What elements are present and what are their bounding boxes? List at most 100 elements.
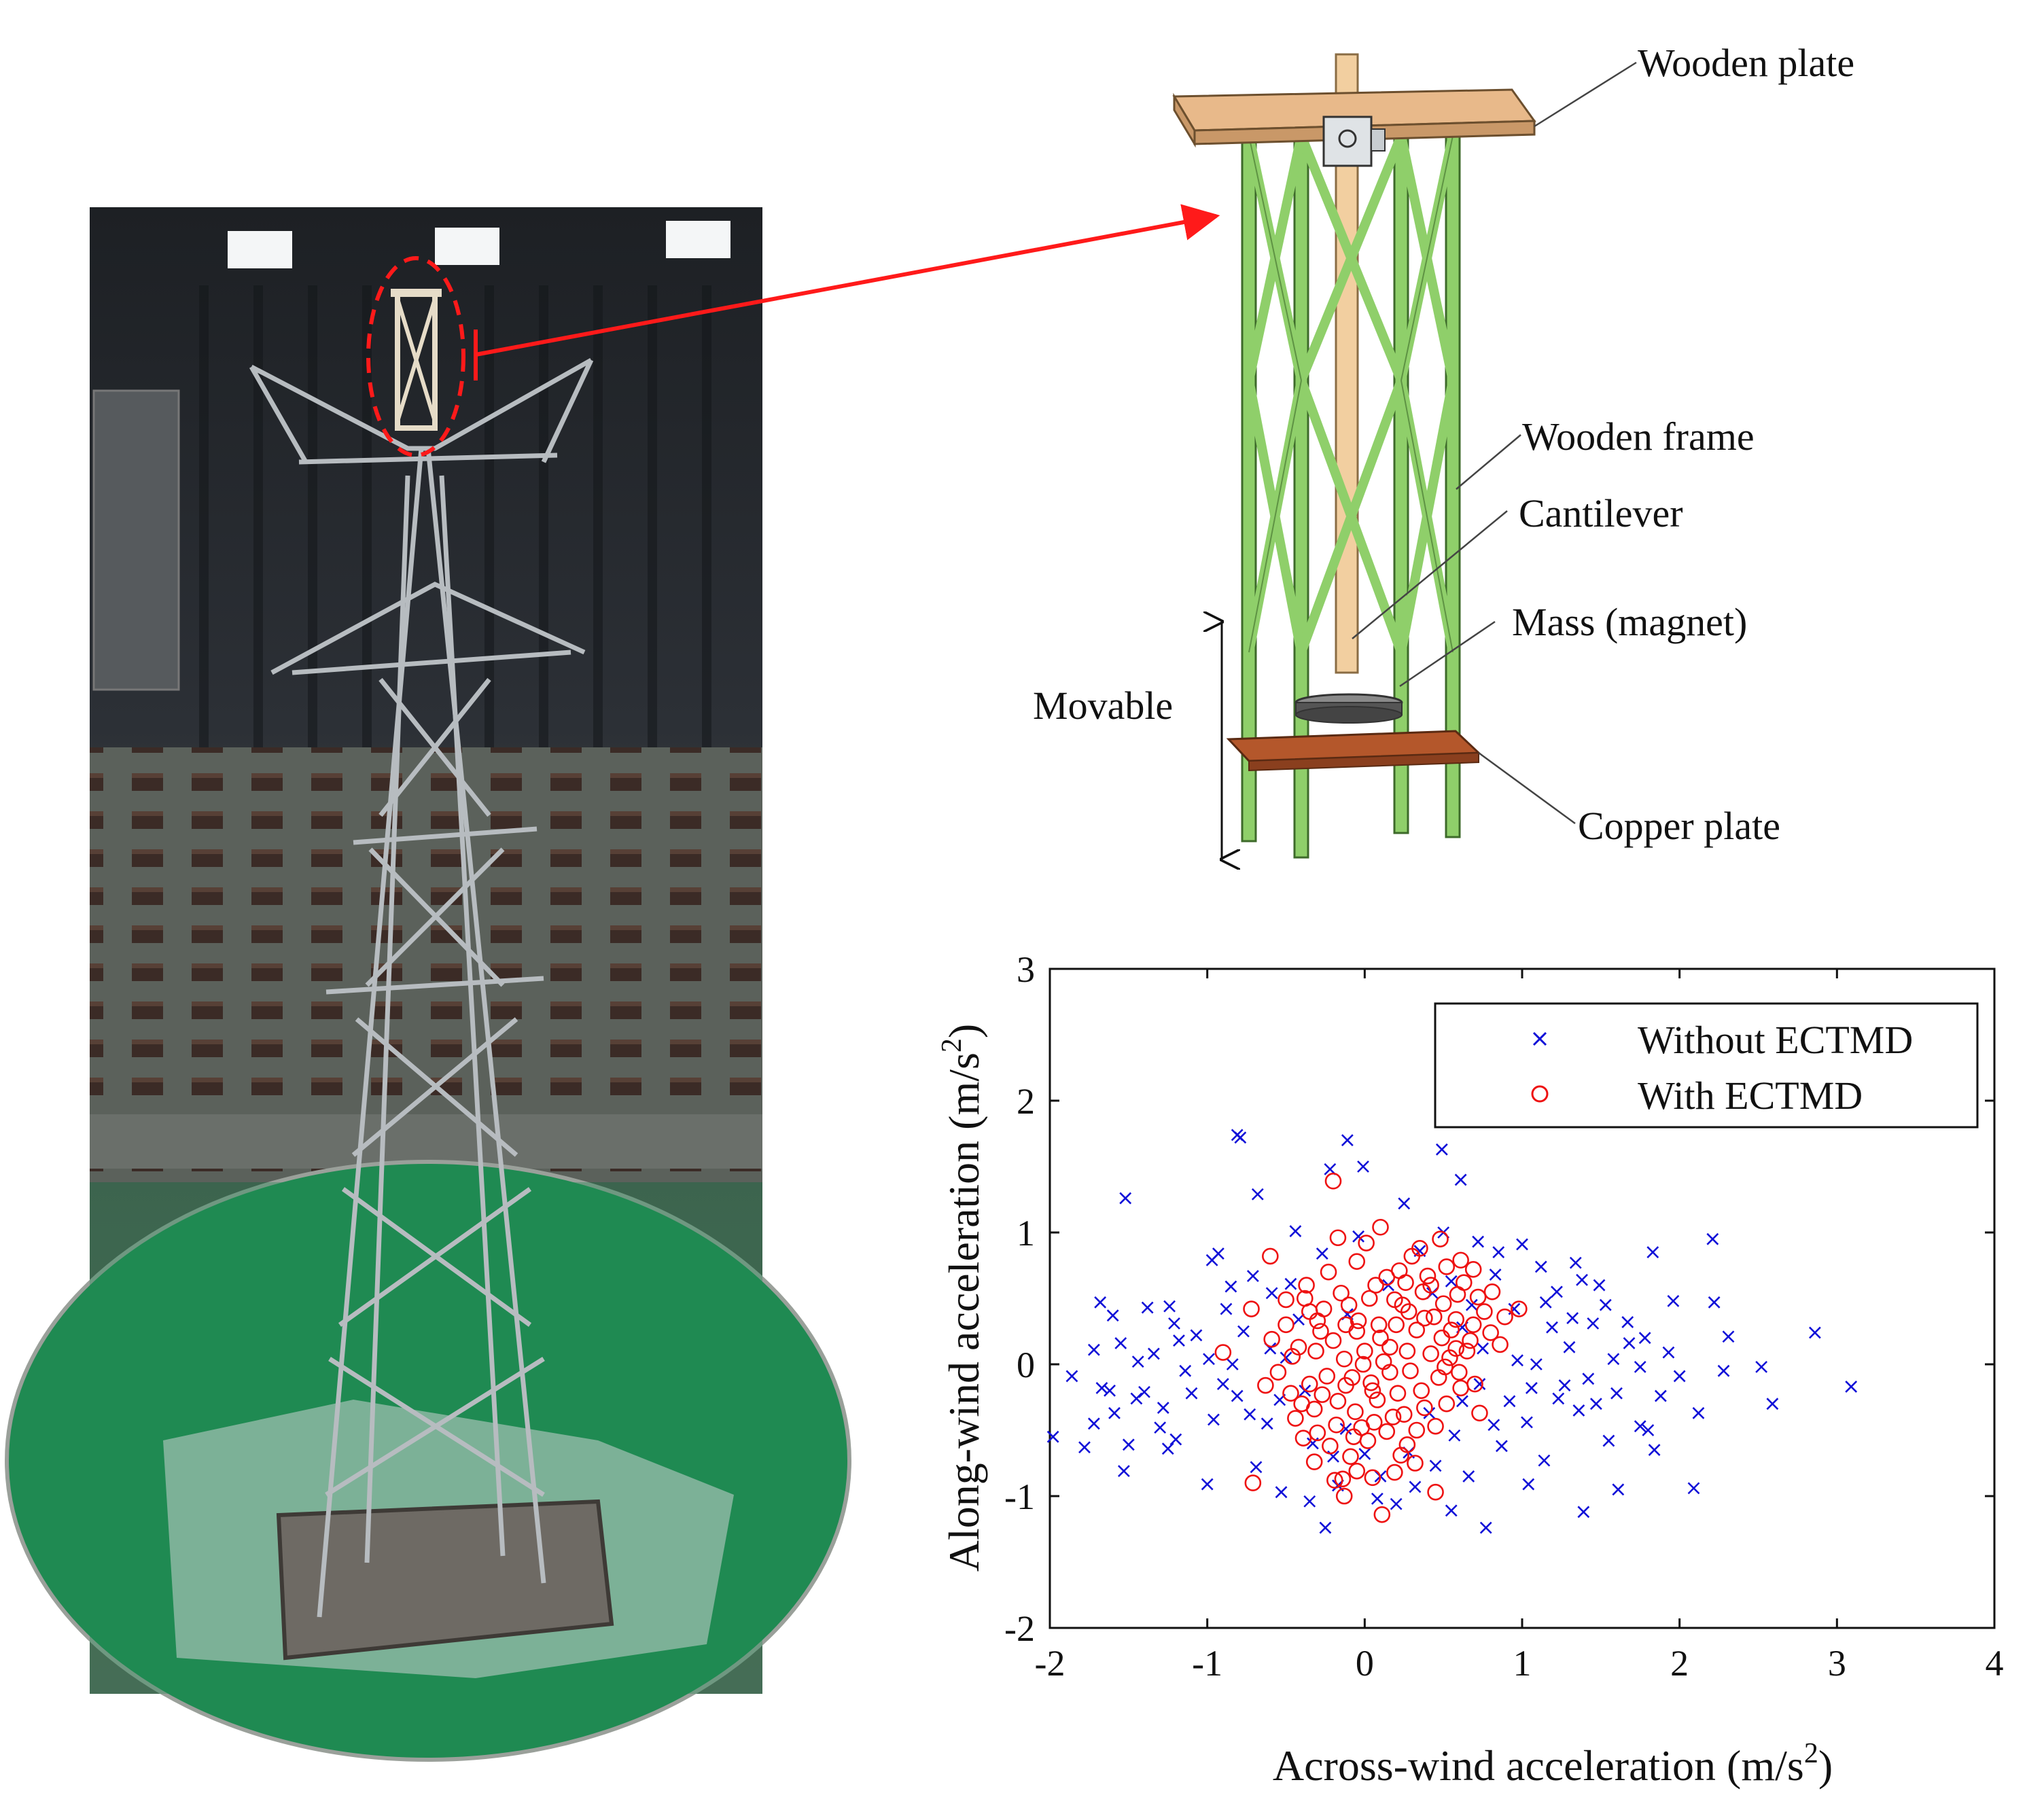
point-with-ectmd-32 (1263, 1330, 1280, 1348)
point-without-ectmd-20 (1687, 1482, 1700, 1495)
point-with-ectmd-1 (1329, 1229, 1347, 1247)
ectmd-diagram: Wooden plate Wooden frame Cantilever Mas… (1033, 41, 1854, 859)
point-with-ectmd-13 (1482, 1324, 1499, 1341)
y-tick-label-1: -1 (1004, 1476, 1035, 1517)
point-with-ectmd-123 (1372, 1329, 1389, 1347)
point-without-ectmd-81 (1185, 1387, 1198, 1400)
point-without-ectmd-136 (1106, 1309, 1119, 1322)
point-without-ectmd-117 (1511, 1354, 1523, 1367)
point-with-ectmd-69 (1389, 1385, 1407, 1402)
point-with-ectmd-119 (1293, 1395, 1310, 1413)
point-with-ectmd-21 (1373, 1506, 1391, 1523)
point-without-ectmd-43 (1212, 1247, 1224, 1260)
point-without-ectmd-82 (1157, 1402, 1169, 1414)
point-without-ectmd-64 (1621, 1316, 1634, 1328)
point-without-ectmd-145 (1138, 1385, 1150, 1398)
point-with-ectmd-67 (1427, 1417, 1444, 1435)
point-without-ectmd-65 (1634, 1360, 1646, 1373)
red-pointer-arrow (475, 204, 1220, 357)
point-without-ectmd-132 (1371, 1492, 1384, 1505)
point-with-ectmd-107 (1381, 1364, 1398, 1381)
point-with-ectmd-109 (1416, 1309, 1433, 1327)
point-without-ectmd-112 (1492, 1246, 1505, 1259)
point-with-ectmd-12 (1469, 1288, 1487, 1306)
point-with-ectmd-103 (1312, 1323, 1329, 1340)
point-without-ectmd-28 (1479, 1521, 1492, 1534)
point-without-ectmd-125 (1525, 1382, 1538, 1394)
point-without-ectmd-122 (1246, 1270, 1259, 1282)
point-without-ectmd-74 (1445, 1275, 1458, 1288)
point-with-ectmd-94 (1403, 1247, 1421, 1265)
point-without-ectmd-103 (1147, 1347, 1160, 1360)
point-without-ectmd-16 (1808, 1326, 1821, 1339)
point-without-ectmd-29 (1445, 1504, 1458, 1517)
point-with-ectmd-66 (1438, 1395, 1456, 1413)
point-without-ectmd-128 (1161, 1442, 1174, 1455)
point-without-ectmd-12 (1516, 1238, 1528, 1251)
point-without-ectmd-120 (1114, 1337, 1127, 1349)
point-with-ectmd-80 (1322, 1437, 1339, 1455)
point-with-ectmd-122 (1400, 1303, 1417, 1320)
y-tick-label-2: 0 (1017, 1345, 1035, 1385)
legend-marker-x (1532, 1031, 1547, 1046)
point-with-ectmd-91 (1455, 1274, 1473, 1292)
point-without-ectmd-71 (1489, 1268, 1502, 1281)
point-without-ectmd-39 (1141, 1301, 1154, 1314)
point-with-ectmd-57 (1340, 1296, 1358, 1313)
point-without-ectmd-60 (1546, 1321, 1558, 1334)
point-without-ectmd-147 (1203, 1353, 1215, 1366)
point-with-ectmd-118 (1309, 1424, 1326, 1442)
point-with-ectmd-0 (1324, 1173, 1342, 1190)
point-without-ectmd-85 (1087, 1343, 1100, 1356)
point-without-ectmd-111 (1261, 1417, 1273, 1430)
legend: Without ECTMD With ECTMD (1434, 1002, 1979, 1129)
point-with-ectmd-128 (1441, 1349, 1458, 1366)
point-with-ectmd-9 (1452, 1252, 1469, 1269)
point-without-ectmd-96 (1642, 1424, 1655, 1436)
point-with-ectmd-96 (1367, 1277, 1384, 1294)
point-with-ectmd-75 (1301, 1375, 1318, 1393)
point-with-ectmd-15 (1462, 1332, 1479, 1349)
point-without-ectmd-58 (1503, 1395, 1516, 1408)
point-without-ectmd-63 (1607, 1353, 1620, 1366)
point-with-ectmd-71 (1362, 1374, 1379, 1391)
point-without-ectmd-57 (1487, 1419, 1500, 1432)
point-without-ectmd-41 (1168, 1317, 1180, 1330)
point-with-ectmd-25 (1334, 1470, 1352, 1488)
point-with-ectmd-63 (1434, 1295, 1452, 1313)
point-without-ectmd-129 (1231, 1389, 1244, 1402)
point-without-ectmd-94 (1495, 1440, 1508, 1453)
point-with-ectmd-83 (1378, 1423, 1396, 1440)
point-with-ectmd-127 (1422, 1277, 1439, 1294)
point-without-ectmd-2 (1341, 1134, 1354, 1147)
point-without-ectmd-126 (1610, 1387, 1623, 1400)
point-with-ectmd-87 (1447, 1340, 1464, 1358)
point-without-ectmd-88 (1190, 1329, 1203, 1342)
label-wooden-frame: Wooden frame (1522, 414, 1755, 459)
point-with-ectmd-33 (1243, 1300, 1260, 1317)
point-without-ectmd-24 (1577, 1506, 1590, 1519)
point-with-ectmd-111 (1451, 1364, 1468, 1381)
point-with-ectmd-97 (1350, 1312, 1367, 1330)
point-without-ectmd-21 (1648, 1444, 1661, 1457)
x-tick-label-6: 4 (1986, 1643, 2004, 1684)
point-with-ectmd-129 (1301, 1303, 1318, 1320)
point-without-ectmd-1 (1234, 1131, 1247, 1144)
point-with-ectmd-65 (1458, 1343, 1476, 1360)
point-without-ectmd-30 (1319, 1521, 1332, 1534)
point-without-ectmd-138 (1224, 1280, 1237, 1293)
point-without-ectmd-144 (1722, 1330, 1735, 1343)
point-with-ectmd-4 (1358, 1235, 1375, 1252)
point-with-ectmd-29 (1282, 1385, 1299, 1402)
point-without-ectmd-72 (1477, 1342, 1490, 1355)
point-without-ectmd-67 (1673, 1370, 1686, 1383)
point-without-ectmd-86 (1122, 1438, 1135, 1451)
label-wooden-plate: Wooden plate (1638, 41, 1854, 85)
point-with-ectmd-93 (1419, 1267, 1437, 1285)
point-with-ectmd-89 (1492, 1336, 1509, 1353)
point-without-ectmd-15 (1708, 1296, 1721, 1309)
label-copper-plate: Copper plate (1578, 804, 1780, 848)
point-without-ectmd-89 (1237, 1325, 1250, 1338)
point-without-ectmd-97 (1534, 1260, 1547, 1273)
series-without-ectmd (1046, 1129, 1858, 1534)
